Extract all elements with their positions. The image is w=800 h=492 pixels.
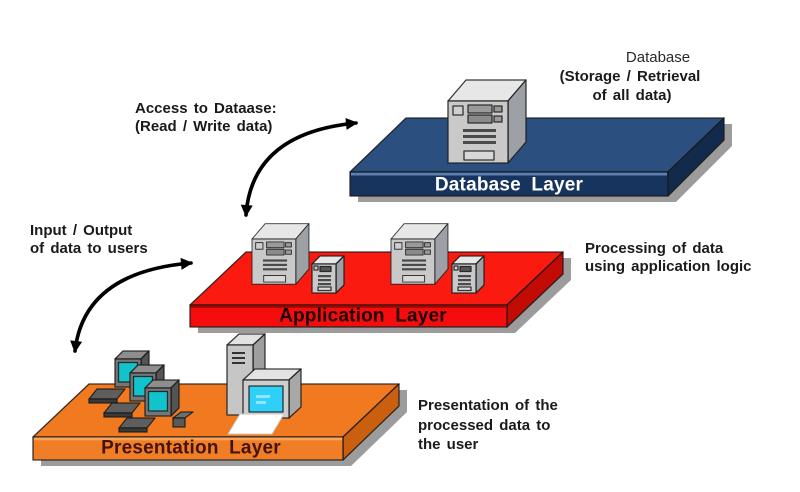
screen-glare [256,395,270,398]
database-layer: Database Layer [349,79,732,202]
crt-screen [248,385,284,413]
presentation-platform-top [32,383,400,438]
application-layer-label: Application Layer [279,306,447,327]
database-platform-top [349,117,725,173]
presentation-layer: Presentation Layer [32,333,407,466]
application-server-icon [390,223,449,285]
application-platform-top [189,251,564,306]
application-server-icon [251,223,310,285]
presentation-note-line3: the user [418,436,479,453]
database-platform-front [349,171,669,197]
database-server-icon [447,79,527,164]
db-access-note-line2: (Read / Write data) [135,118,272,135]
input-output-arrow [70,257,193,353]
db-access-note-line1: Access to Dataase: [135,100,277,117]
application-platform-edge-highlight [191,305,506,308]
io-note-line2: of data to users [30,240,148,257]
screen-glare [256,401,266,404]
application-layer: Application Layer [189,223,571,333]
tower-vent [232,352,245,354]
presentation-note-line1: Presentation of the [418,397,558,414]
arrows [70,117,358,353]
io-note-line1: Input / Output [30,222,132,239]
tower-vent [232,362,245,364]
annotations: Database (Storage / Retrieval of all dat… [30,49,752,453]
presentation-layer-label: Presentation Layer [101,438,281,459]
keyboard [227,413,285,435]
database-access-arrow [240,117,358,217]
presentation-note-line2: processed data to [418,417,550,434]
desktop-computer-icon [226,333,302,435]
database-info-line3: of all data) [592,87,671,104]
presentation-platform-edge-highlight [34,437,342,441]
presentation-platform-front [32,436,344,461]
application-small-server-icon [451,255,485,294]
database-platform-edge-highlight [351,172,667,176]
database-info-line2: (Storage / Retrieval [560,68,701,85]
database-layer-label: Database Layer [435,175,584,196]
tower-vent [232,357,245,359]
processing-note-line1: Processing of data [585,240,724,257]
application-small-server-icon [311,255,345,294]
processing-note-line2: using application logic [585,258,752,275]
database-info-line1: Database [626,49,690,66]
